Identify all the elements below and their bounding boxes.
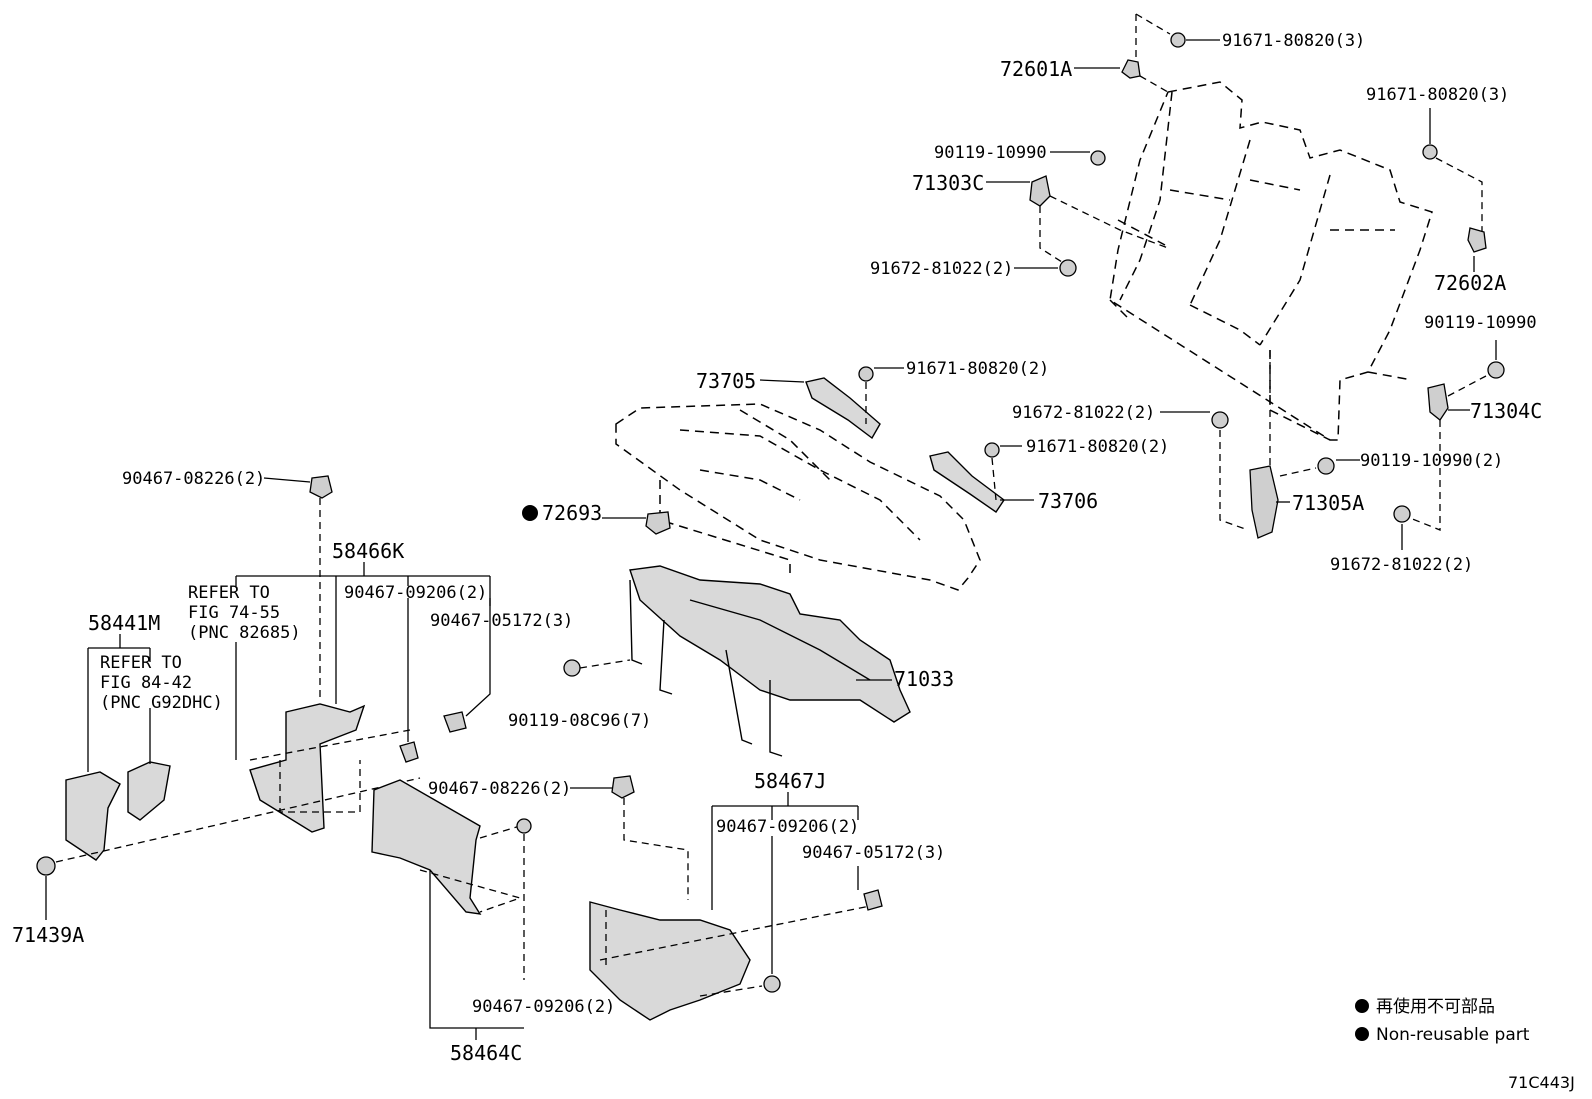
refer-text-1-line2: FIG 74-55 <box>188 603 280 623</box>
hinge-71303C <box>1029 175 1051 207</box>
label-58467J: 58467J <box>754 769 826 793</box>
bolt-icon <box>858 366 874 382</box>
cover-58467J <box>589 901 751 1021</box>
bolt-icon <box>36 856 56 876</box>
cover-58441M <box>65 771 121 861</box>
left-side-parts <box>36 475 532 980</box>
label-91672-81022-2b: 91672-81022(2) <box>1012 403 1155 423</box>
seat-cushion-outline <box>615 403 981 591</box>
label-90467-08226-2a: 90467-08226(2) <box>122 469 265 489</box>
label-71303C: 71303C <box>912 171 984 195</box>
label-91671-80820-3b: 91671-80820(3) <box>1366 85 1509 105</box>
clip-73706 <box>929 451 1005 513</box>
label-72693: 72693 <box>542 501 602 525</box>
clip-icon <box>763 975 781 993</box>
label-91671-80820-2a: 91671-80820(2) <box>906 359 1049 379</box>
label-71304C: 71304C <box>1470 399 1542 423</box>
hinge-71305A <box>1249 465 1279 539</box>
bolt-icon <box>984 442 1000 458</box>
label-91672-81022-2a: 91672-81022(2) <box>870 259 1013 279</box>
label-58466K-sub1: 90467-09206(2) <box>344 583 487 603</box>
bolt-icon <box>1317 457 1335 475</box>
refer-text-2-line2: FIG 84-42 <box>100 673 192 693</box>
clip-icon <box>863 889 883 911</box>
clip-icon <box>516 818 532 834</box>
bolt-icon <box>1487 361 1505 379</box>
clip-icon <box>399 741 419 763</box>
cover-58466K <box>249 703 366 833</box>
legend-english: Non-reusable part <box>1376 1025 1530 1045</box>
bolt-icon <box>1422 144 1438 160</box>
label-90119-08C96-7: 90119-08C96(7) <box>508 711 651 731</box>
label-58441M: 58441M <box>88 611 160 635</box>
label-58466K: 58466K <box>332 539 404 563</box>
label-90119-10990-2: 90119-10990(2) <box>1360 451 1503 471</box>
leader-lines <box>45 39 1497 1040</box>
label-71033: 71033 <box>894 667 954 691</box>
legend-dot-icon <box>1355 1027 1369 1041</box>
label-71305A: 71305A <box>1292 491 1364 515</box>
refer-text-1-line3: (PNC 82685) <box>188 623 301 643</box>
label-90119-10990b: 90119-10990 <box>1424 313 1537 333</box>
bracket-72601A <box>1121 59 1141 79</box>
label-72601A: 72601A <box>1000 57 1072 81</box>
bolt-icon <box>1170 32 1186 48</box>
label-90119-10990a: 90119-10990 <box>934 143 1047 163</box>
label-58467J-sub1: 90467-09206(2) <box>716 817 859 837</box>
clip-icon <box>309 475 333 499</box>
hinge-71304C <box>1427 383 1449 421</box>
label-71439A: 71439A <box>12 923 84 947</box>
clip-73705 <box>805 377 881 440</box>
cushion-clips <box>645 366 1005 535</box>
label-91671-80820-2b: 91671-80820(2) <box>1026 437 1169 457</box>
label-58464C: 58464C <box>450 1041 522 1065</box>
cover-58464C <box>371 779 482 915</box>
label-90467-08226-2b: 90467-08226(2) <box>428 779 571 799</box>
refer-text-2-line1: REFER TO <box>100 653 182 673</box>
refer-text-2-line3: (PNC G92DHC) <box>100 693 223 713</box>
seatback-outline <box>1109 81 1433 441</box>
label-91672-81022-2c: 91672-81022(2) <box>1330 555 1473 575</box>
clip-icon <box>611 775 635 799</box>
legend: 再使用不可部品 Non-reusable part 71C443J <box>1355 996 1575 1092</box>
clip-72693 <box>645 511 671 535</box>
seatback-hardware <box>1029 13 1505 539</box>
bolt-icon <box>1059 259 1077 277</box>
label-72602A: 72602A <box>1434 271 1506 295</box>
label-73705: 73705 <box>696 369 756 393</box>
label-58466K-sub2: 90467-05172(3) <box>430 611 573 631</box>
cover-G92DHC <box>127 761 171 821</box>
non-reusable-marker <box>522 505 538 521</box>
bracket-72602A <box>1467 227 1487 253</box>
label-73706: 73706 <box>1038 489 1098 513</box>
legend-dot-icon <box>1355 999 1369 1013</box>
diagram-code: 71C443J <box>1508 1073 1575 1092</box>
clip-icon <box>443 711 467 733</box>
lower-center-parts <box>589 775 883 1021</box>
bolt-icon <box>1090 150 1106 166</box>
bolt-icon <box>563 659 581 677</box>
frame-71033 <box>563 565 911 757</box>
label-90467-09206-2c: 90467-09206(2) <box>472 997 615 1017</box>
legend-japanese: 再使用不可部品 <box>1376 996 1495 1017</box>
part-labels: 72601A 91671-80820(3) 91671-80820(3) 901… <box>12 31 1542 1065</box>
bolt-icon <box>1211 411 1229 429</box>
refer-text-1-line1: REFER TO <box>188 583 270 603</box>
label-91671-80820-3a: 91671-80820(3) <box>1222 31 1365 51</box>
label-58467J-sub2: 90467-05172(3) <box>802 843 945 863</box>
bolt-icon <box>1393 505 1411 523</box>
